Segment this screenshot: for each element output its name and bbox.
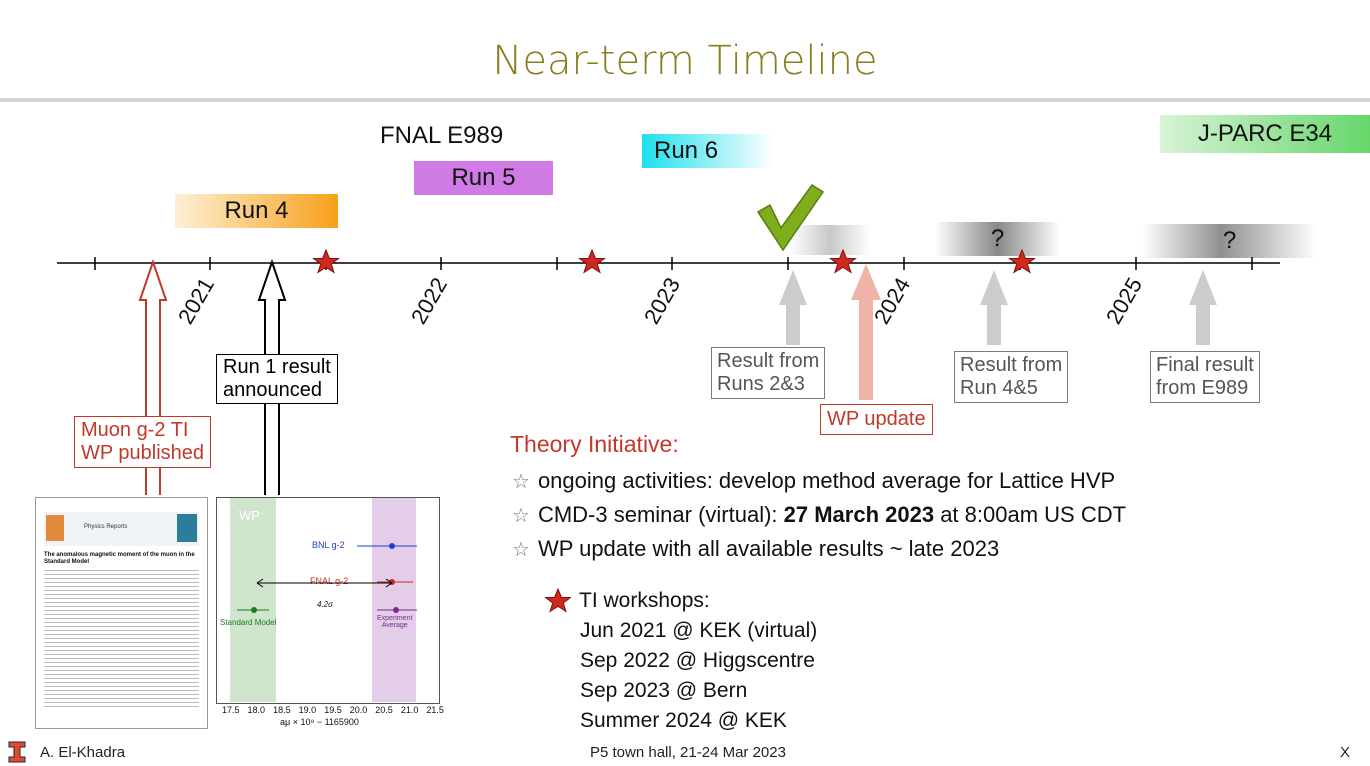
unknown-mark-2025: ?	[1222, 227, 1237, 254]
paper-thumbnail: Physics Reports The anomalous magnetic m…	[35, 497, 208, 729]
star-icon	[1008, 248, 1036, 274]
paper-body-text	[44, 570, 199, 710]
title-divider	[0, 98, 1370, 102]
star-icon	[545, 588, 571, 613]
wp-published-arrow	[138, 258, 168, 495]
run45-arrow	[980, 270, 1008, 345]
star-icon	[578, 248, 606, 274]
paper-header: Physics Reports	[44, 512, 199, 546]
star-outline-icon: ☆	[512, 504, 530, 527]
sm-label: Standard Model	[220, 618, 277, 627]
workshops-heading-row: TI workshops:	[545, 586, 710, 616]
unknown-bar-2025: ?	[1142, 224, 1317, 258]
runs23-note: Result from Runs 2&3	[711, 347, 826, 399]
theory-heading: Theory Initiative:	[510, 431, 679, 457]
jparc-e34-label: J-PARC E34	[1197, 120, 1333, 147]
publisher-logo	[46, 515, 64, 541]
run1-note: Run 1 result announced	[216, 354, 338, 404]
final-arrow	[1189, 270, 1217, 345]
star-icon	[312, 248, 340, 274]
bnl-label: BNL g-2	[312, 540, 345, 550]
star-outline-icon: ☆	[512, 538, 530, 561]
theory-bullet-3: ☆ WP update with all available results ~…	[512, 536, 1000, 561]
fnal-e989-label: FNAL E989	[380, 122, 504, 149]
journal-cover	[177, 514, 197, 542]
run45-note: Result from Run 4&5	[954, 351, 1069, 403]
sigma-label: 4.2σ	[317, 600, 333, 609]
run6-label: Run 6	[654, 137, 719, 164]
unknown-mark-2024: ?	[990, 225, 1005, 252]
jparc-e34-bar: J-PARC E34	[1160, 115, 1370, 153]
workshop-item: Summer 2024 @ KEK	[580, 709, 787, 732]
exp-avg-label: Experiment Average	[377, 615, 413, 629]
fnal-label: FNAL g-2	[310, 576, 349, 586]
run4-label: Run 4	[224, 197, 289, 224]
wp-update-note: WP update	[820, 404, 933, 435]
unknown-bar-2024: ?	[935, 222, 1060, 256]
footer-event: P5 town hall, 21-24 Mar 2023	[590, 744, 786, 761]
theory-bullet-1: ☆ ongoing activities: develop method ave…	[512, 468, 1116, 493]
inset-xticks: 17.5 18.0 18.5 19.0 19.5 20.0 20.5 21.0 …	[222, 705, 444, 715]
workshop-item: Jun 2021 @ KEK (virtual)	[580, 619, 818, 642]
illinois-logo	[8, 741, 26, 763]
result-bar-2023	[790, 225, 870, 255]
workshop-stars	[312, 248, 1036, 274]
workshop-item: Sep 2023 @ Bern	[580, 679, 748, 702]
run5-label: Run 5	[451, 164, 516, 191]
workshop-item: Sep 2022 @ Higgscentre	[580, 649, 815, 672]
star-icon	[829, 248, 857, 274]
runs23-arrow	[779, 270, 807, 345]
wp-published-note: Muon g-2 TI WP published	[74, 416, 212, 468]
wp-band	[230, 498, 276, 702]
final-note: Final result from E989	[1150, 351, 1260, 403]
workshops-heading: TI workshops:	[579, 589, 710, 612]
inset-plot-frame: WP BNL g-2 FNAL g-2 4.2σ Standard Model …	[216, 497, 440, 704]
page-title: Near-term Timeline	[492, 38, 878, 84]
inset-xlabel: aμ × 10⁹ − 1165900	[280, 717, 359, 727]
paper-journal: Physics Reports	[84, 524, 128, 530]
check-icon	[756, 183, 825, 252]
workshop-list: Jun 2021 @ KEK (virtual) Sep 2022 @ Higg…	[580, 616, 817, 736]
run5-bar: Run 5	[414, 161, 553, 195]
star-outline-icon: ☆	[512, 470, 530, 493]
wp-band-label: WP	[239, 508, 260, 523]
run6-bar: Run 6	[642, 134, 774, 168]
paper-title: The anomalous magnetic moment of the muo…	[44, 552, 195, 565]
footer-author: A. El-Khadra	[40, 744, 126, 761]
wp-update-arrow	[851, 264, 881, 400]
inset-plot-svg	[237, 543, 417, 613]
run1-arrow	[257, 258, 287, 495]
theory-bullet-2: ☆ CMD-3 seminar (virtual): 27 March 2023…	[512, 502, 1127, 527]
exp-band	[372, 498, 416, 702]
footer-page-number: X	[1340, 744, 1351, 761]
run4-bar: Run 4	[175, 194, 338, 228]
